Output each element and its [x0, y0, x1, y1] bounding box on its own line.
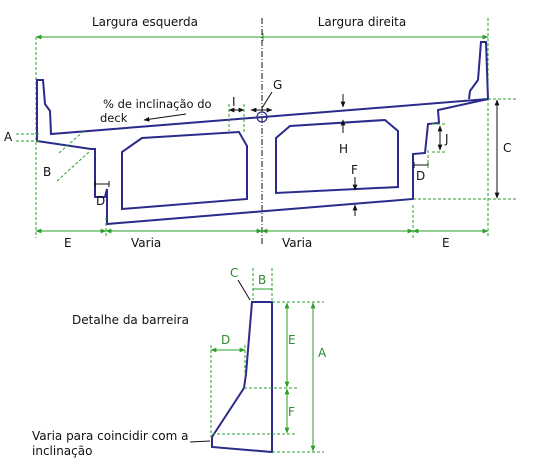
barrier-outline [211, 301, 273, 454]
varies-right-label: Varia [282, 236, 312, 250]
detail-dim-b-label: B [258, 273, 266, 287]
detail-dim-c-label: C [230, 266, 238, 280]
dim-a-label: A [4, 130, 13, 144]
slope-label-line1: % de inclinação do [103, 97, 212, 111]
detail-dim-f-label: F [288, 405, 295, 419]
barrier-detail-title: Detalhe da barreira [72, 313, 189, 327]
left-cell [121, 130, 248, 211]
detail-dim-d-label: D [221, 333, 230, 347]
barrier-note-leader [189, 440, 211, 443]
dim-b-hatch-1 [58, 129, 86, 154]
detail-dim-a-label: A [318, 346, 327, 360]
detail-dim-c-leader [237, 279, 251, 301]
varies-left-label: Varia [131, 236, 161, 250]
slope-direction-arrow [143, 113, 187, 122]
dim-e-left-label: E [64, 236, 72, 250]
dim-j-label: J [444, 132, 449, 146]
width-left-label: Largura esquerda [92, 15, 198, 29]
dim-g-leader [261, 91, 273, 109]
detail-dim-e-label: E [288, 333, 296, 347]
barrier-note-line1: Varia para coincidir com a [32, 429, 188, 443]
barrier-note-line2: inclinação [32, 444, 92, 458]
dim-h-label: H [339, 142, 348, 156]
deck-outline [36, 41, 490, 226]
dim-e-right-label: E [442, 236, 450, 250]
dim-d-left-label: D [96, 194, 105, 208]
dim-b-hatch-2 [56, 150, 91, 182]
right-cell [275, 118, 399, 195]
dim-f-label: F [351, 163, 358, 177]
dim-b-label: B [43, 165, 51, 179]
dim-g-label: G [273, 78, 282, 92]
dim-c-label: C [503, 141, 511, 155]
slope-label-line2: deck [100, 111, 128, 125]
dim-i-label: I [232, 95, 236, 109]
dim-d-right-label: D [416, 169, 425, 183]
width-right-label: Largura direita [318, 15, 406, 29]
